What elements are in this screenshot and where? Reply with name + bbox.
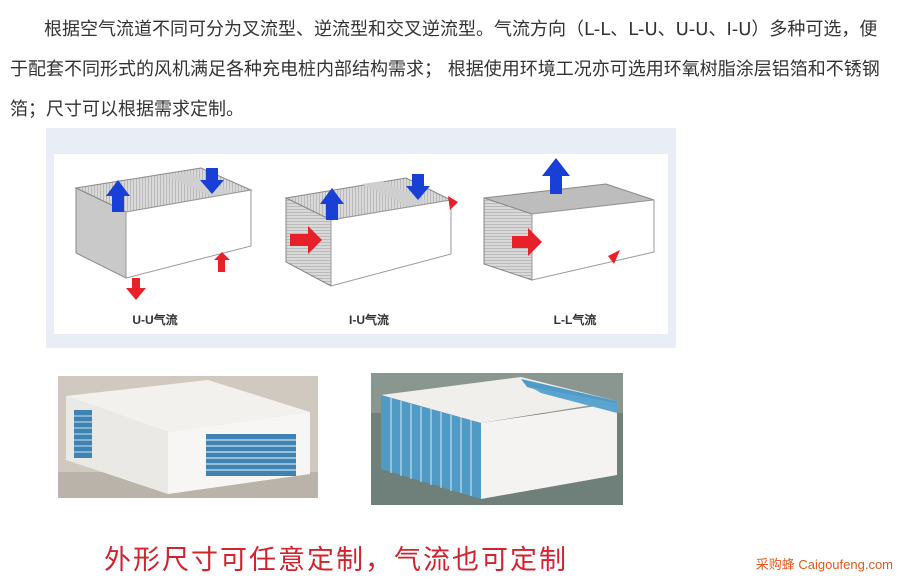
box-iu	[284, 174, 458, 287]
watermark-text: 采购蜂 Caigoufeng.com	[755, 557, 893, 572]
box-uu	[74, 167, 253, 300]
caption-ll: L-L气流	[553, 313, 597, 327]
caption-uu: U-U气流	[132, 313, 178, 327]
intro-paragraph: 根据空气流道不同可分为叉流型、逆流型和交叉逆流型。气流方向（L-L、L-U、U-…	[10, 19, 880, 120]
slogan-text: 外形尺寸可任意定制，气流也可定制	[104, 545, 568, 576]
airflow-illustration	[74, 158, 655, 300]
product-photo-1	[58, 376, 318, 498]
product-photo-2	[371, 373, 623, 505]
box-ll	[483, 158, 655, 281]
airflow-diagram: U-U气流 I-U气流 L-L气流	[46, 128, 676, 348]
caption-iu: I-U气流	[349, 313, 389, 327]
